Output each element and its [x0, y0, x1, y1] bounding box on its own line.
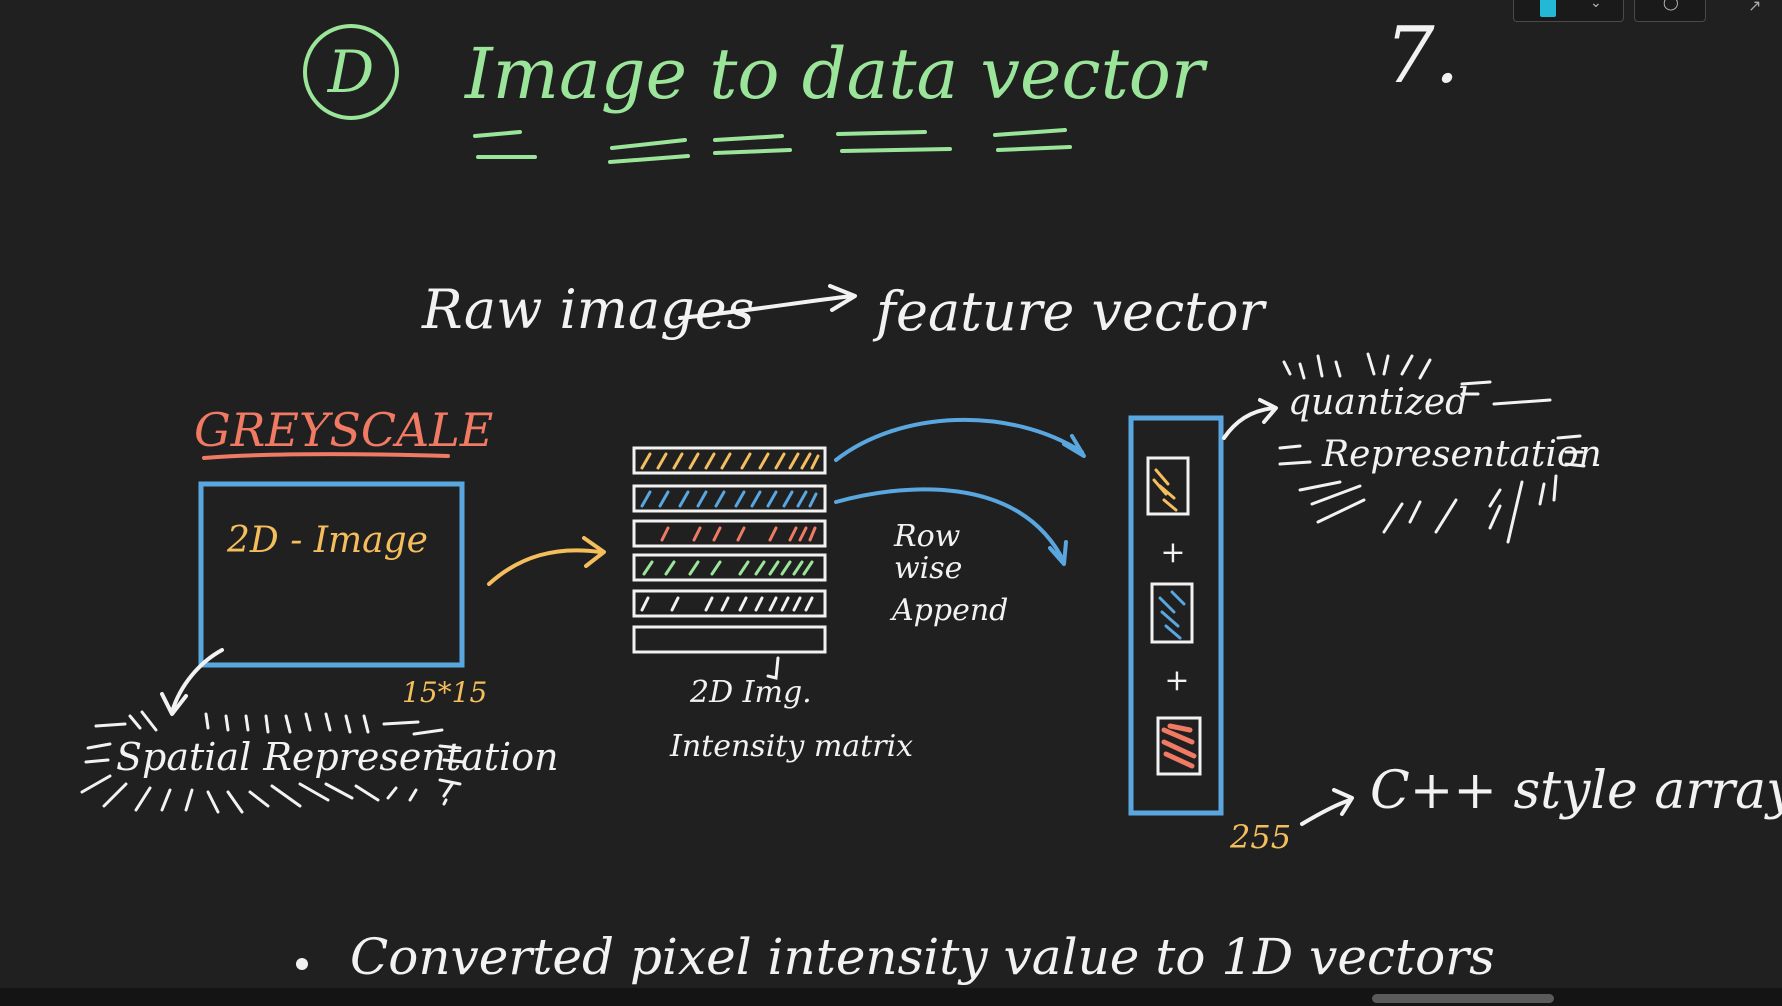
matrix-pointer [766, 656, 780, 680]
intensity-matrix: 2D Img. Intensity matrix [632, 446, 913, 764]
matrix-row-hatch-blue [640, 490, 818, 508]
spatial-arrow [170, 648, 224, 714]
matrix-row-hatch-red [660, 526, 817, 542]
horizontal-scrollbar[interactable] [0, 988, 1782, 1006]
append-label-line: wise [894, 551, 962, 586]
title-section: D Image to data vector 7. [303, 11, 1459, 164]
append-label: Row wise Append [889, 519, 1008, 628]
bullet-text: Converted pixel intensity value to 1D ve… [350, 928, 1495, 986]
quantized-arrowhead [1258, 398, 1278, 424]
matrix-row [632, 484, 827, 513]
image-box [198, 481, 465, 668]
matrix-row-hatch-green [642, 560, 814, 576]
cpp-array-label: C++ style array [1370, 761, 1782, 821]
vector-cell-hatch-blue [1158, 590, 1186, 640]
page-number: 7. [1385, 11, 1459, 101]
flow-target-label: feature vector [872, 280, 1267, 343]
flow-arrow [678, 294, 854, 320]
append-label-line: Append [889, 593, 1008, 628]
pen-tool-button[interactable]: ⌄ [1513, 0, 1624, 22]
flow-arrowhead [828, 284, 857, 312]
image-box-label: 2D - Image [226, 520, 428, 561]
pen-color-swatch[interactable] [1540, 0, 1556, 17]
matrix-label-line2: Intensity matrix [669, 729, 913, 764]
append-label-line: Row [893, 519, 961, 554]
quantized-arrow [1222, 406, 1276, 440]
matrix-row [632, 553, 827, 582]
image-to-matrix-arrowhead [582, 536, 606, 568]
image-size-label: 15*15 [402, 676, 487, 709]
lightbulb-icon: ◯ [1663, 0, 1679, 11]
matrix-row-hatch-yellow [640, 452, 820, 470]
plus-sign: + [1160, 535, 1185, 570]
scrollbar-thumb[interactable] [1372, 994, 1554, 1003]
section-marker: D [327, 38, 375, 106]
matrix-row [632, 519, 827, 548]
append-arrow-top [834, 417, 1084, 462]
quantized-representation: quantized Representation [1278, 352, 1602, 544]
feature-vector-column: + + 255 [1128, 415, 1291, 856]
vector-cell-hatch-red [1161, 723, 1197, 769]
matrix-row [632, 589, 827, 618]
matrix-row [632, 625, 827, 654]
quantized-label-line2: Representation [1321, 434, 1602, 475]
vector-cell [1156, 716, 1202, 776]
greyscale-label: GREYSCALE [194, 403, 493, 457]
greyscale-image-block: GREYSCALE 2D - Image 15*15 Spatial Repre… [80, 403, 559, 814]
expand-icon[interactable]: ↗ [1748, 0, 1762, 15]
title-underline [473, 128, 1072, 164]
quantized-label-line1: quantized [1288, 382, 1468, 423]
page-title: Image to data vector [463, 33, 1208, 115]
greyscale-underline [202, 452, 450, 460]
cpp-arrowhead [1332, 788, 1354, 816]
vector-cell [1150, 582, 1194, 644]
spatial-arrowhead [160, 692, 188, 716]
quantized-emphasis-strokes [1278, 352, 1586, 544]
plus-sign: + [1164, 663, 1189, 698]
append-arrowhead-top [1062, 434, 1086, 458]
chevron-down-icon[interactable]: ⌄ [1590, 0, 1602, 11]
matrix-label-line1: 2D Img. [689, 675, 812, 710]
section-marker-circle [303, 24, 399, 120]
lightbulb-button[interactable]: ◯ [1634, 0, 1706, 22]
bullet-dot [296, 958, 308, 970]
spatial-label: Spatial Representation [116, 735, 559, 779]
vector-length-label: 255 [1229, 818, 1291, 856]
append-arrowhead-bottom [1048, 540, 1068, 566]
vector-box [1128, 415, 1224, 816]
vector-cell-hatch-yellow [1152, 468, 1178, 512]
vector-cell [1146, 456, 1190, 516]
matrix-row [632, 446, 827, 475]
cpp-arrow [1300, 798, 1352, 826]
matrix-row-hatch-white [640, 596, 814, 612]
flow-source-label: Raw images [421, 278, 754, 341]
image-to-matrix-arrow [487, 548, 602, 586]
append-arrow-bottom [834, 487, 1066, 564]
flow-heading: Raw images feature vector [421, 278, 1267, 343]
spatial-emphasis-strokes [80, 710, 466, 814]
